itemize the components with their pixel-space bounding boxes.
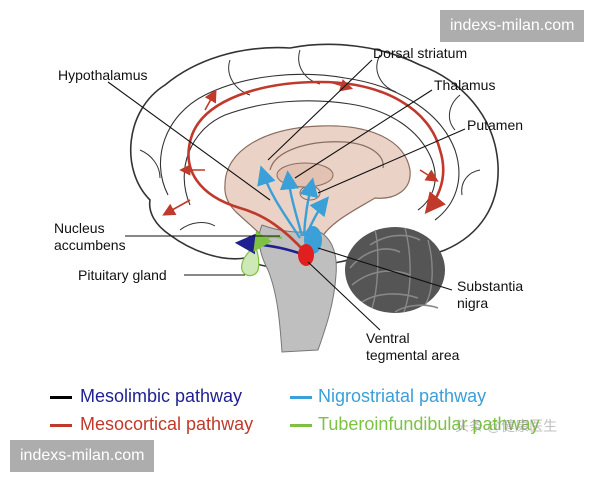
gyrus-line — [448, 94, 461, 131]
gyrus-line — [461, 169, 481, 196]
gyrus-line — [139, 149, 161, 179]
mesocortical-branch — [204, 89, 217, 111]
label-hypothalamus: Hypothalamus — [58, 67, 148, 83]
gyrus-line — [160, 73, 460, 221]
label-vta-2: tegmental area — [366, 347, 460, 363]
gyrus-line — [376, 54, 397, 93]
label-nucleus-accumbens-1: Nucleus — [54, 220, 105, 236]
nigrostriatal-pathway — [299, 177, 319, 237]
label-substantia-nigra-2: nigra — [457, 295, 489, 311]
legend-mesolimbic: Mesolimbic pathway — [80, 386, 243, 406]
pituitary-shape — [241, 247, 260, 277]
ventricle-curve — [269, 141, 384, 171]
thalamus-shape — [276, 162, 334, 188]
mesocortical-branch — [329, 79, 354, 92]
legend-swatch-nigrostriatal — [290, 396, 312, 399]
label-substantia-nigra-1: Substantia — [457, 278, 524, 294]
label-dorsal-striatum: Dorsal striatum — [373, 45, 468, 61]
gyrus-line — [179, 222, 216, 231]
watermark-faint: 头条 @健康医生 — [455, 418, 558, 434]
mesocortical-branch — [162, 199, 191, 216]
vta-shape — [298, 244, 314, 266]
legend-tuberoinfundibular: Tuberoinfundibular pathway — [318, 414, 540, 434]
gyrus-line — [183, 100, 436, 211]
nigrostriatal-pathway — [279, 170, 304, 237]
label-putamen: Putamen — [467, 117, 524, 133]
mesocortical-branch — [419, 169, 439, 182]
cerebellum — [345, 227, 445, 313]
legend-swatch-mesolimbic — [50, 396, 72, 399]
label-pituitary-gland: Pituitary gland — [78, 267, 167, 283]
tuberoinfundibular-pathway — [253, 230, 283, 252]
legend-nigrostriatal: Nigrostriatal pathway — [318, 386, 487, 406]
label-nucleus-accumbens-2: accumbens — [54, 237, 126, 253]
legend-swatch-tuberoinfundibular — [290, 424, 312, 427]
legend-swatch-mesocortical — [50, 424, 72, 427]
label-vta-1: Ventral — [366, 330, 410, 346]
mesocortical-pathway — [187, 80, 446, 253]
label-thalamus: Thalamus — [434, 77, 496, 93]
watermark-top: indexs-milan.com — [440, 10, 585, 42]
legend-mesocortical: Mesocortical pathway — [80, 414, 254, 434]
watermark-bottom: indexs-milan.com — [10, 440, 155, 472]
nigrostriatal-pathway — [257, 165, 302, 239]
leader-lines — [107, 59, 466, 331]
